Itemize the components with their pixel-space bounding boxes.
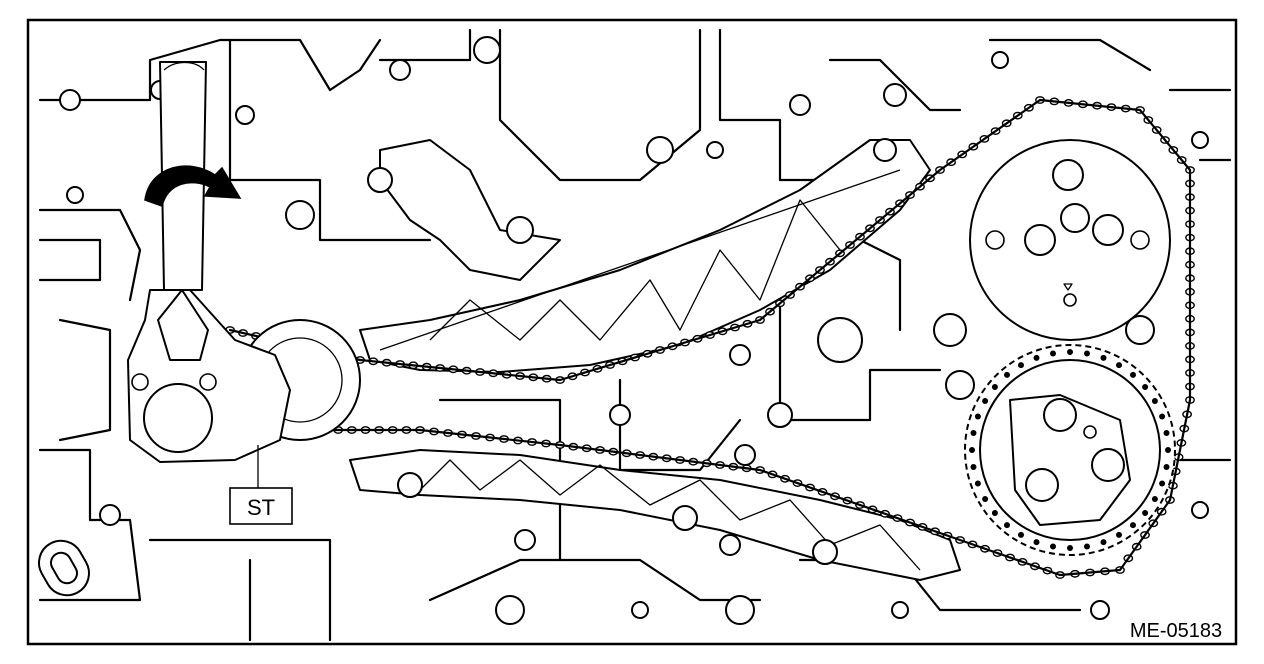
sprocket-tooth (1151, 496, 1158, 502)
sprocket-tooth (1159, 413, 1166, 420)
sprocket-tooth (1018, 531, 1024, 538)
figure-id-box: ME-05183 (1118, 614, 1234, 642)
clockwise-rotation-arrow (144, 165, 242, 207)
sprocket-tooth (1159, 480, 1166, 487)
sprocket-tooth (1033, 539, 1040, 546)
engine-block-outline (38, 28, 1232, 642)
sprocket-tooth (1130, 371, 1136, 378)
sprocket-tooth (1165, 447, 1171, 453)
sprocket-tooth (1151, 398, 1158, 404)
tensioner-arm (379, 139, 561, 281)
sprocket-tooth (1116, 362, 1122, 369)
sprocket-tooth (970, 464, 977, 470)
sprocket-tooth (1050, 350, 1056, 357)
sprocket-tooth (1130, 522, 1136, 529)
sprocket-tooth (991, 510, 998, 516)
sprocket-tooth (1018, 362, 1024, 369)
sprocket-tooth (1142, 510, 1149, 516)
sprocket-tooth (982, 496, 989, 502)
special-tool-callout: ST (229, 445, 293, 525)
sprocket-tooth (974, 480, 981, 487)
sprocket-tooth (1067, 545, 1073, 551)
special-tool-label: ST (247, 495, 275, 520)
sprocket-tooth (1033, 354, 1040, 361)
sprocket-tooth (970, 430, 977, 436)
sprocket-tooth (969, 447, 975, 453)
sprocket-tooth (1116, 531, 1122, 538)
camshaft-sprocket-lower (964, 344, 1176, 556)
sprocket-tooth (1100, 354, 1107, 361)
sprocket-tooth (1084, 350, 1090, 357)
sprocket-teeth (969, 349, 1171, 551)
mounting-bolts (59, 36, 1209, 625)
sprocket-tooth (982, 398, 989, 404)
sprocket-tooth (1050, 543, 1056, 550)
sprocket-tooth (1067, 349, 1073, 355)
sprocket-tooth (1004, 371, 1010, 378)
sprocket-tooth (1100, 539, 1107, 546)
sprocket-tooth (1142, 384, 1149, 390)
slotted-bracket (38, 539, 90, 597)
sprocket-tooth (974, 413, 981, 420)
figure-id-label: ME-05183 (1130, 620, 1222, 642)
sprocket-tooth (1004, 522, 1010, 529)
timing-chain-edge (228, 98, 1192, 577)
sprocket-tooth (1163, 464, 1170, 470)
sprocket-tooth (1163, 430, 1170, 436)
sprocket-tooth (1084, 543, 1090, 550)
camshaft-sprocket-upper (969, 139, 1171, 341)
sprocket-tooth (991, 384, 998, 390)
